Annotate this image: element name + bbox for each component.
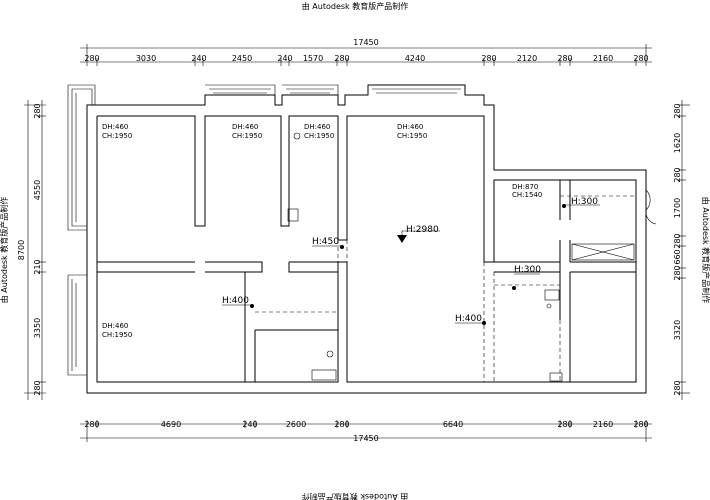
right-dim-4: 1700 (673, 198, 682, 218)
height-label-3: H:400 (222, 296, 249, 306)
watermark-bottom: 由 Autodesk 教育版产品制作 (302, 492, 408, 500)
room-label-2-ch: CH:1950 (232, 132, 262, 140)
room-label-4-dh: DH:460 (397, 123, 423, 131)
top-dim-2: 3030 (136, 54, 156, 63)
right-dimension-chain (678, 100, 690, 400)
right-dim-7: 280 (673, 265, 682, 280)
top-dim-11: 280 (557, 54, 572, 63)
left-dim-2: 4550 (33, 180, 42, 200)
window-bays (67, 84, 465, 376)
room-label-5-ch: CH:1540 (512, 191, 542, 199)
room-label-4-ch: CH:1950 (397, 132, 427, 140)
watermark-right: 由 Autodesk 教育版产品制作 (701, 197, 710, 303)
interior-walls (97, 180, 636, 383)
bottom-dim-6: 6640 (443, 420, 463, 429)
bottom-dim-9: 280 (633, 420, 648, 429)
height-marker-ceiling (397, 230, 440, 243)
right-dim-5: 280 (673, 233, 682, 248)
top-dim-3: 240 (191, 54, 206, 63)
left-total-dimension: 8700 (17, 240, 26, 260)
height-label-6: H:300 (514, 265, 541, 275)
height-marker-4 (455, 321, 486, 325)
right-dim-2: 1620 (673, 133, 682, 153)
top-dim-1: 280 (84, 54, 99, 63)
dashed-openings (255, 195, 636, 382)
top-dim-8: 4240 (405, 54, 425, 63)
top-dim-7: 280 (334, 54, 349, 63)
room-label-6-dh: DH:460 (102, 322, 128, 330)
exterior-walls (86, 84, 647, 394)
right-dim-8: 3320 (673, 320, 682, 340)
top-dim-10: 2120 (517, 54, 537, 63)
room-label-6-ch: CH:1950 (102, 331, 132, 339)
fixtures (287, 132, 657, 382)
height-marker-5 (562, 204, 600, 208)
height-marker-6 (512, 273, 540, 290)
room-label-2-dh: DH:460 (232, 123, 258, 131)
bottom-dim-1: 280 (84, 420, 99, 429)
watermark-top: 由 Autodesk 教育版产品制作 (302, 1, 408, 11)
height-label-ceiling: H:2980 (406, 225, 439, 235)
bottom-dim-3: 240 (242, 420, 257, 429)
top-dim-12: 2160 (593, 54, 613, 63)
bottom-dim-4: 2600 (286, 420, 306, 429)
bottom-dimension-chain (80, 420, 652, 442)
watermark-left: 由 Autodesk 教育版产品制作 (0, 197, 9, 303)
room-label-1-dh: DH:460 (102, 123, 128, 131)
left-dim-4: 3350 (33, 318, 42, 338)
height-marker-2 (312, 245, 344, 249)
room-label-1-ch: CH:1950 (102, 132, 132, 140)
left-dim-3: 210 (33, 259, 42, 274)
top-dim-6: 1570 (303, 54, 323, 63)
left-dim-1: 280 (33, 103, 42, 118)
left-dimension-chain (24, 100, 46, 400)
ceiling-height-triangle-icon (397, 235, 407, 243)
bottom-total-dimension: 17450 (353, 434, 378, 443)
right-dim-6: 660 (673, 249, 682, 264)
bottom-dim-5: 280 (334, 420, 349, 429)
top-dim-4: 2450 (232, 54, 252, 63)
height-marker-3 (222, 304, 254, 308)
height-label-2: H:450 (312, 237, 339, 247)
right-dim-3: 280 (673, 167, 682, 182)
top-dim-5: 240 (277, 54, 292, 63)
bottom-dim-8: 2160 (593, 420, 613, 429)
height-label-4: H:400 (455, 314, 482, 324)
top-dim-9: 280 (481, 54, 496, 63)
top-dimension-chain (80, 44, 652, 66)
bottom-dim-7: 280 (557, 420, 572, 429)
left-dim-5: 280 (33, 380, 42, 395)
top-dim-13: 280 (633, 54, 648, 63)
top-total-dimension: 17450 (353, 38, 378, 47)
room-label-5-dh: DH:870 (512, 183, 538, 191)
right-dim-9: 280 (673, 380, 682, 395)
room-label-3-dh: DH:460 (304, 123, 330, 131)
room-label-3-ch: CH:1950 (304, 132, 334, 140)
height-label-5: H:300 (571, 197, 598, 207)
right-dim-1: 280 (673, 103, 682, 118)
bottom-dim-2: 4690 (161, 420, 181, 429)
